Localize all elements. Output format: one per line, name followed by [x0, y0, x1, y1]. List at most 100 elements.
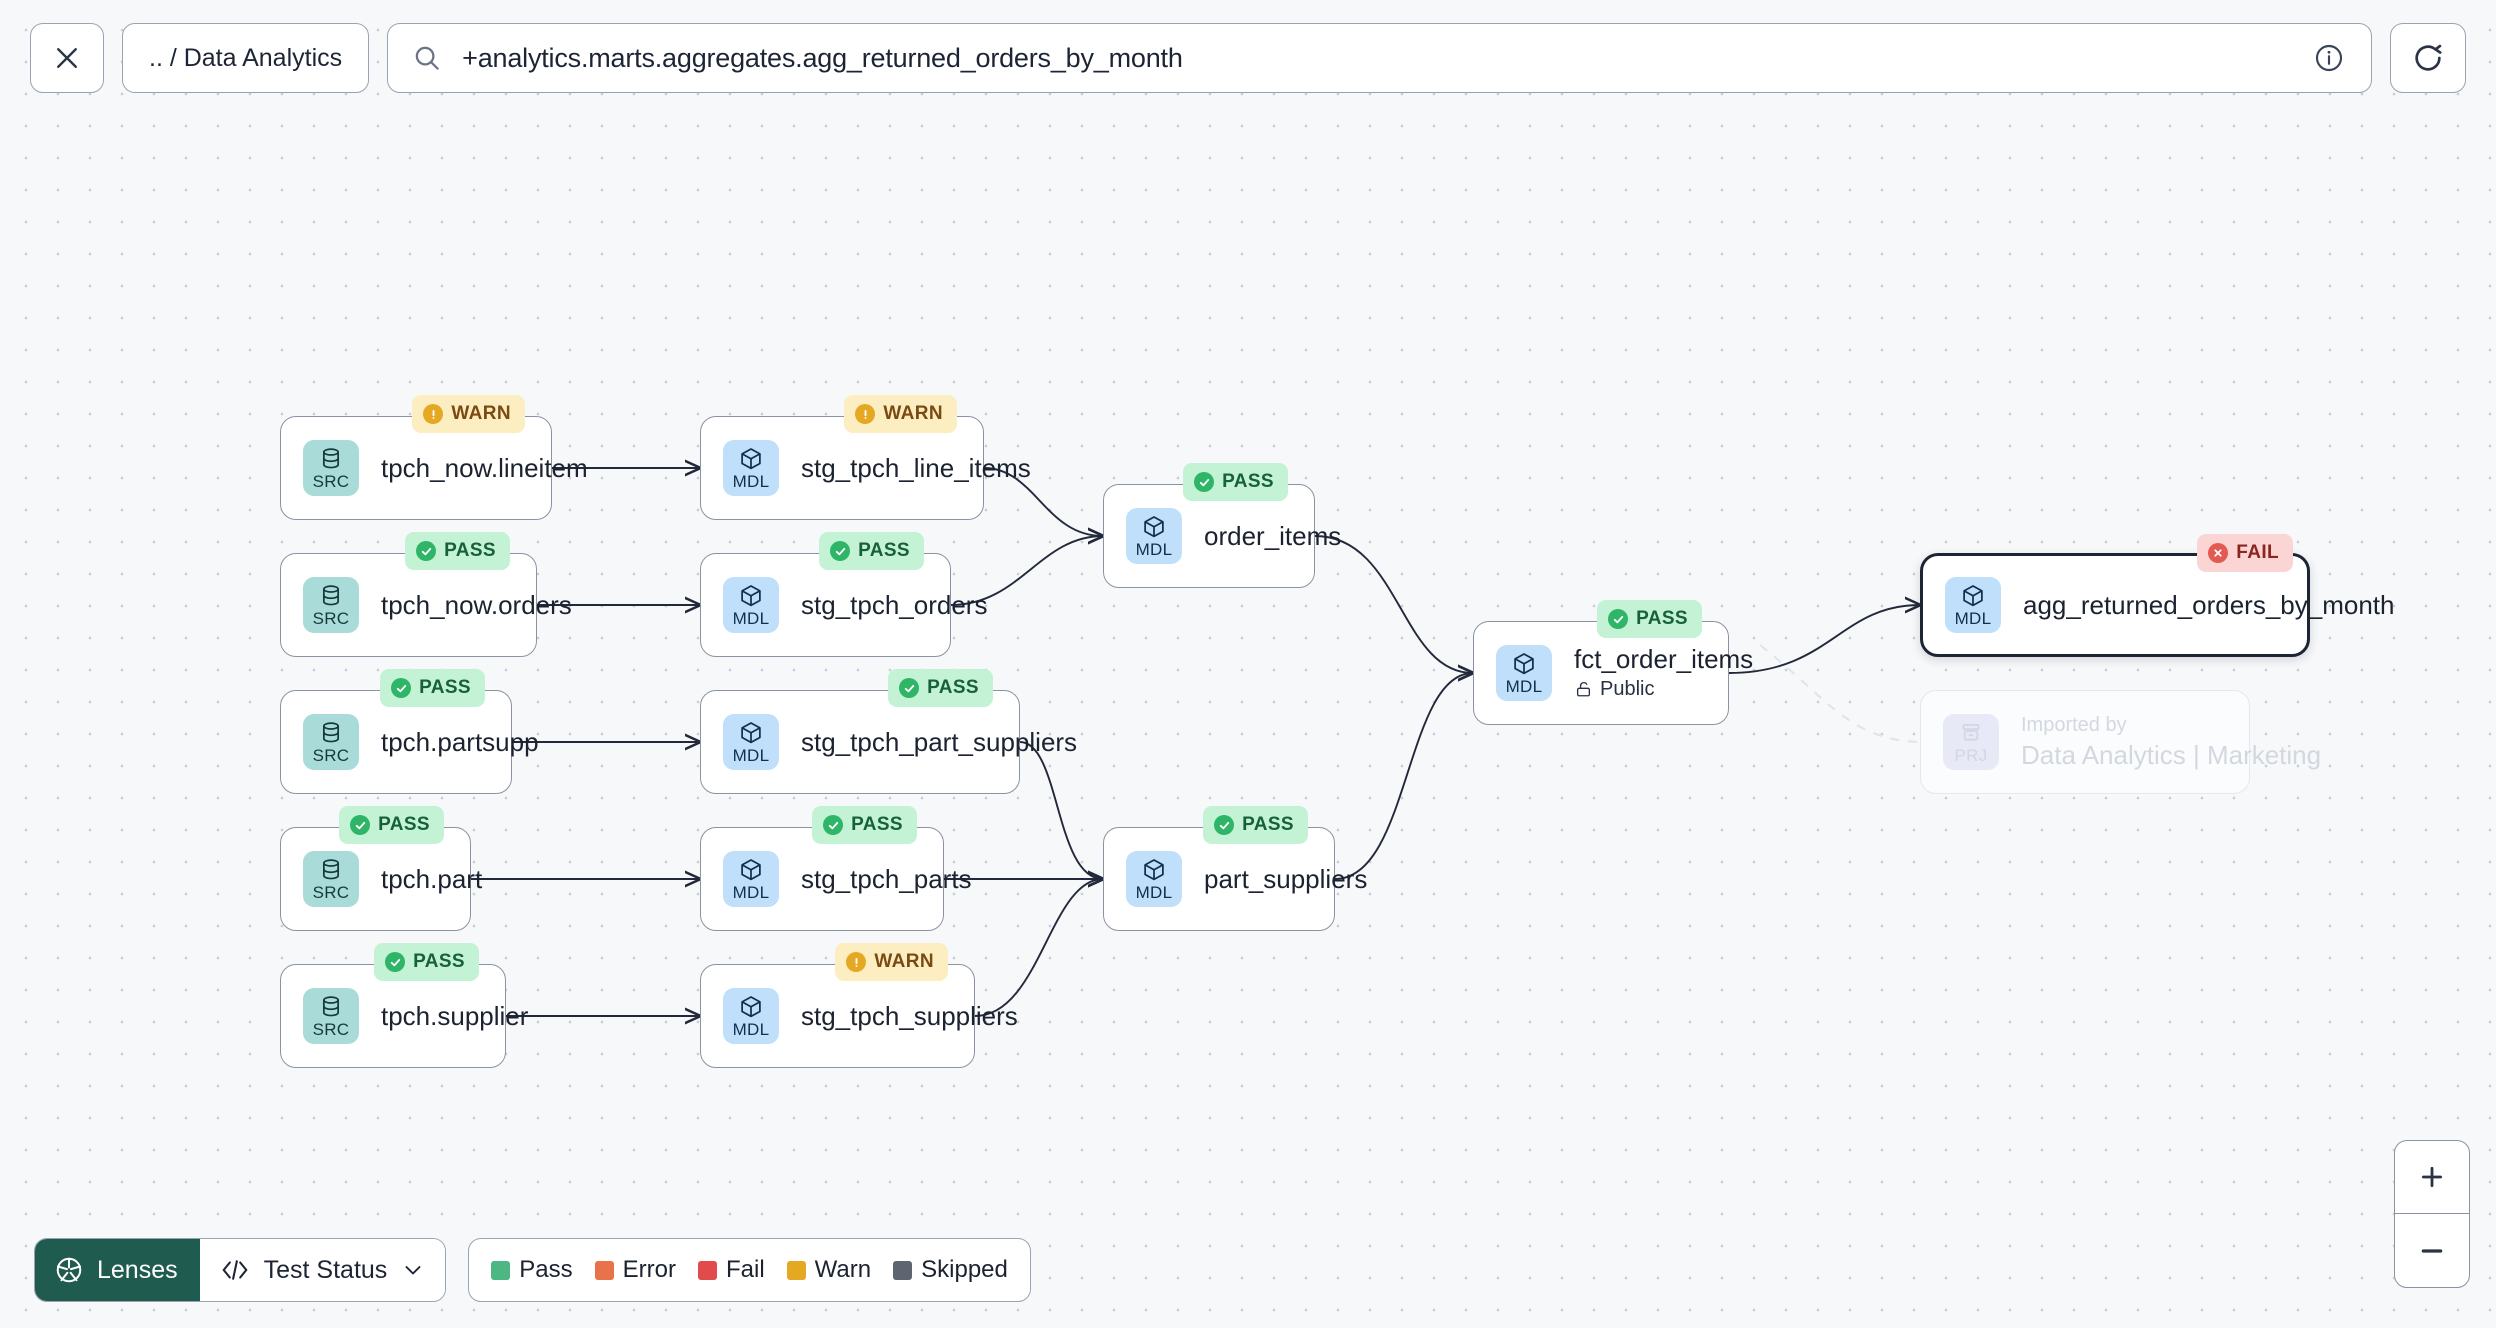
unlock-icon — [1576, 681, 1591, 697]
node-kind-label: SRC — [312, 746, 350, 765]
status-badge-label: PASS — [444, 540, 496, 561]
node-kind-badge-mdl: MDL — [1126, 851, 1182, 907]
node-kind-label: SRC — [312, 883, 350, 902]
bottom-toolbar: Lenses Test Status Pass Error Fail Warn Skip… — [34, 1238, 1031, 1302]
check-icon — [904, 684, 914, 692]
info-icon[interactable] — [2313, 42, 2345, 74]
status-dot-icon — [1608, 609, 1629, 629]
node-title: stg_tpch_parts — [801, 863, 972, 894]
node-title: stg_tpch_line_items — [801, 452, 1031, 483]
graph-node-tpch_now_lineitem[interactable]: WARN SRC tpch_now.lineitem — [280, 395, 588, 520]
lenses-label: Lenses — [97, 1255, 178, 1284]
node-kind-label: PRJ — [1954, 746, 1988, 765]
refresh-icon — [2415, 44, 2442, 71]
legend-item-warn[interactable]: Warn — [786, 1256, 871, 1284]
node-title: order_items — [1204, 520, 1342, 551]
graph-node-tpch_part[interactable]: PASS SRC tpch.part — [280, 806, 482, 931]
status-badge-label: PASS — [851, 814, 903, 835]
status-badge-pass: PASS — [1597, 600, 1702, 638]
cube-icon — [741, 996, 761, 1018]
check-icon — [355, 821, 365, 829]
node-text: tpch.partsupp — [381, 728, 539, 757]
status-badge-label: PASS — [378, 814, 430, 835]
status-dot-icon — [846, 952, 867, 972]
close-button[interactable] — [30, 23, 104, 93]
zoom-out-button[interactable] — [2395, 1214, 2469, 1287]
cube-icon — [1144, 859, 1164, 881]
node-kind-badge-mdl: MDL — [723, 577, 779, 633]
top-toolbar: .. / Data Analytics +analytics.marts.agg… — [0, 0, 2496, 116]
legend-label: Fail — [726, 1256, 765, 1283]
status-badge-warn: WARN — [835, 943, 948, 981]
cube-icon — [741, 859, 761, 881]
node-text: part_suppliers — [1204, 865, 1367, 894]
legend-item-fail[interactable]: Fail — [698, 1256, 765, 1284]
node-kind-badge-mdl: MDL — [1945, 577, 2001, 633]
database-icon — [322, 996, 340, 1017]
node-title: stg_tpch_orders — [801, 589, 988, 620]
status-dot-icon — [416, 541, 437, 561]
node-kind-label: SRC — [312, 1020, 350, 1039]
refresh-button[interactable] — [2390, 23, 2466, 93]
exclamation-icon — [432, 409, 435, 419]
legend-label: Error — [622, 1256, 676, 1283]
search-input[interactable]: +analytics.marts.aggregates.agg_returned… — [387, 23, 2372, 93]
cube-icon — [741, 585, 761, 607]
zoom-in-button[interactable] — [2395, 1141, 2469, 1214]
status-legend: Pass Error Fail Warn Skipped — [468, 1238, 1031, 1302]
status-badge-fail: FAIL — [2197, 534, 2293, 572]
node-kind-badge-src: SRC — [303, 577, 359, 633]
node-kind-badge-src: SRC — [303, 440, 359, 496]
legend-item-pass[interactable]: Pass — [491, 1256, 573, 1284]
legend-item-skipped[interactable]: Skipped — [893, 1256, 1008, 1284]
node-kind-label: MDL — [1505, 677, 1543, 696]
database-icon — [322, 585, 340, 606]
node-title: fct_order_items — [1574, 644, 1754, 675]
node-kind-badge-mdl: MDL — [1496, 645, 1552, 701]
status-dot-icon — [823, 815, 844, 835]
node-text: tpch.part — [381, 865, 482, 894]
status-dot-icon — [2208, 543, 2229, 563]
status-dot-icon — [423, 404, 444, 424]
node-kind-label: MDL — [732, 472, 770, 491]
status-badge-label: WARN — [451, 403, 511, 424]
legend-item-error[interactable]: Error — [594, 1256, 676, 1284]
node-visibility-label: Public — [1600, 677, 1655, 700]
test-status-dropdown[interactable]: Test Status — [199, 1239, 446, 1301]
node-title: stg_tpch_suppliers — [801, 1000, 1018, 1031]
status-badge-label: FAIL — [2236, 542, 2279, 563]
node-text: stg_tpch_part_suppliers — [801, 728, 1077, 757]
graph-node-stg_tpch_orders[interactable]: PASS MDL stg_tpch_orders — [700, 532, 988, 657]
lenses-button[interactable]: Lenses — [35, 1239, 200, 1301]
node-kind-badge-src: SRC — [303, 714, 359, 770]
status-dot-icon — [1214, 815, 1235, 835]
cross-icon — [2214, 549, 2222, 557]
check-icon — [835, 547, 845, 555]
node-subtitle-top: Imported by — [2021, 714, 2127, 737]
close-icon — [57, 48, 77, 68]
breadcrumb[interactable]: .. / Data Analytics — [122, 23, 370, 93]
cube-icon — [1144, 516, 1164, 538]
legend-swatch-icon — [594, 1260, 614, 1280]
legend-swatch-icon — [698, 1260, 717, 1280]
status-dot-icon — [391, 678, 412, 698]
node-title: tpch.supplier — [381, 1000, 529, 1031]
node-text: stg_tpch_line_items — [801, 452, 1031, 483]
node-text: tpch_now.lineitem — [381, 454, 588, 483]
search-input-value[interactable]: +analytics.marts.aggregates.agg_returned… — [462, 42, 1183, 73]
status-badge-label: PASS — [858, 540, 910, 561]
